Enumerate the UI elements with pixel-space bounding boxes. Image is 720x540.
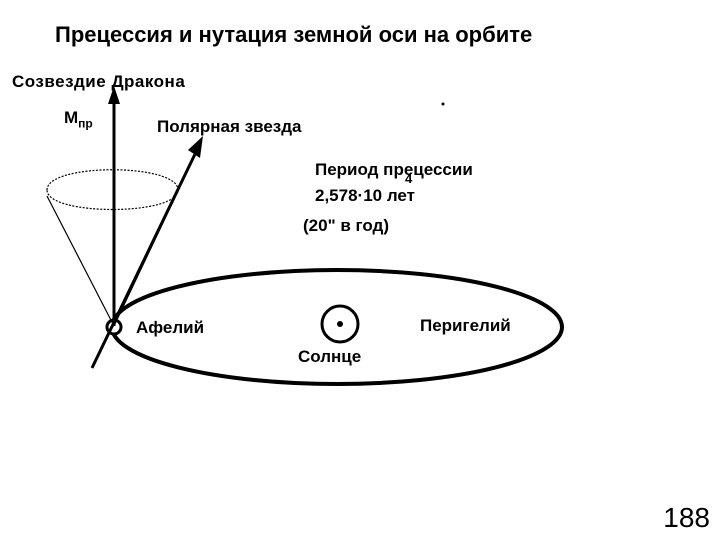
distant-star-dot <box>442 103 445 106</box>
sun-label: Солнце <box>298 347 361 367</box>
cone-left-edge <box>47 196 114 326</box>
period-value-label: 2,578·10 лет <box>315 186 415 206</box>
polar-star-label: Полярная звезда <box>157 117 301 137</box>
period-rate-label: (20" в год) <box>303 216 389 236</box>
constellation-label: Созвездие Дракона <box>12 72 185 92</box>
precession-moment-label: Mпр <box>64 108 93 130</box>
moment-symbol: M <box>64 108 78 127</box>
period-title-label: Период прецессии <box>315 160 473 180</box>
page-title: Прецессия и нутация земной оси на орбите <box>55 22 532 48</box>
perihelion-label: Перигелий <box>420 316 511 336</box>
sun-center-dot <box>337 321 343 327</box>
aphelion-label: Афелий <box>136 318 204 338</box>
moment-subscript: пр <box>78 116 93 130</box>
cone-right-edge <box>114 191 178 326</box>
period-exponent-label: 4 <box>405 171 412 186</box>
polaris-arrow-head <box>188 136 203 158</box>
page-number: 188 <box>663 502 710 534</box>
